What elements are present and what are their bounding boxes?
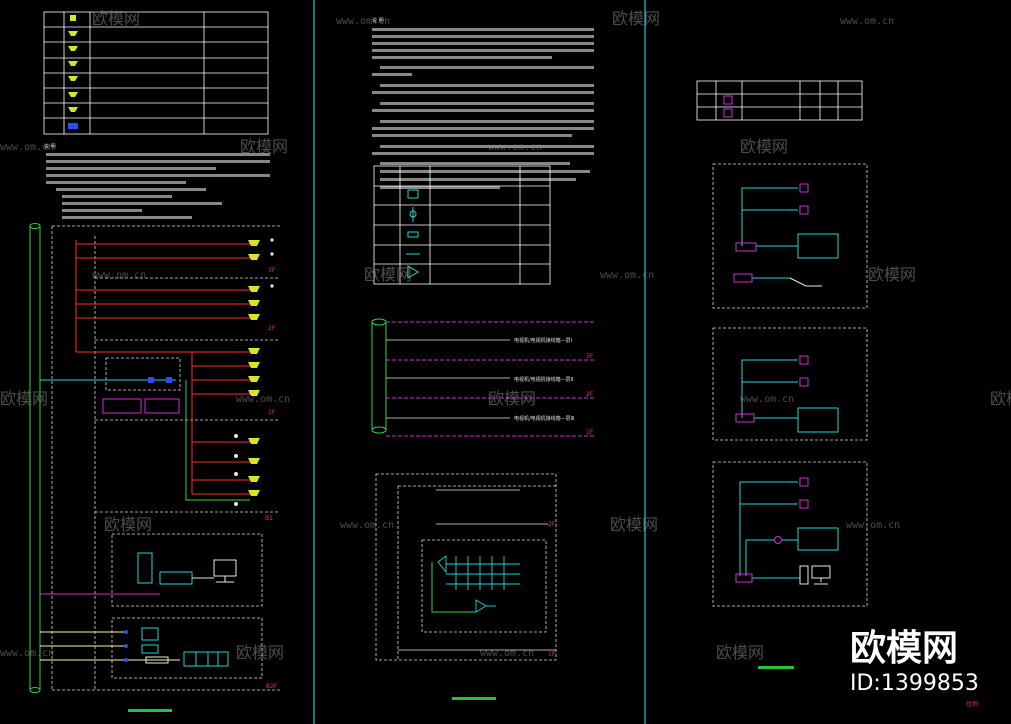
right-room3-devices xyxy=(735,477,809,583)
watermark-url: www.om.cn xyxy=(840,16,894,27)
right-room2-wiring xyxy=(741,359,839,433)
right-room1-wiring xyxy=(741,187,839,279)
right-caption xyxy=(758,666,794,669)
left-red-feeders xyxy=(75,240,250,495)
watermark-url: www.om.cn xyxy=(236,394,290,405)
right-room3-wiring xyxy=(739,481,839,579)
mid-feeder-label-boxes: 电视机/电视机接线箱—层Ⅰ 电视机/电视机接线箱—层Ⅱ 电视机/电视机接线箱—层… xyxy=(514,337,574,422)
watermark-brand: 欧模网 xyxy=(104,515,152,534)
watermark-brand: 欧模网 xyxy=(488,389,536,408)
mid-notes-text xyxy=(372,28,594,189)
floor-tag-mid-1: 2F xyxy=(586,391,594,398)
floor-tag-left-4: B2F xyxy=(266,683,278,690)
left-riser-pipe xyxy=(29,223,41,693)
left-purple-panels xyxy=(102,398,180,414)
mid-notes-heading: 说 明 xyxy=(372,17,384,24)
watermark-url: www.om.cn xyxy=(92,270,146,281)
left-device-outlets xyxy=(248,240,260,496)
mid-amplifier-network xyxy=(437,555,520,613)
right-room2-devices xyxy=(735,355,809,423)
watermark-brand: 欧模网 xyxy=(716,643,764,662)
watermark-url: www.om.cn xyxy=(480,648,534,659)
right-legend-table xyxy=(696,80,863,121)
left-blue-nodes xyxy=(148,377,172,383)
mid-white-feeders xyxy=(386,339,510,419)
mid-caption xyxy=(452,697,496,700)
mid-lower-frame xyxy=(375,473,557,661)
left-lower-feeders xyxy=(40,593,180,661)
site-id-text: ID:1399853 xyxy=(850,671,979,696)
watermark-url: www.om.cn xyxy=(0,142,54,153)
mid-legend-table xyxy=(373,165,551,285)
left-computer-workstation xyxy=(137,552,237,667)
right-room1-switch xyxy=(789,277,807,287)
watermark-brand: 欧模网 xyxy=(740,137,788,156)
feeder-label-0: 电视机/电视机接线箱—层Ⅰ xyxy=(514,337,572,344)
left-legend-table xyxy=(43,11,269,135)
watermark-layer: 欧模网 www.om.cn 欧模网 www.om.cn www.om.cn 欧模… xyxy=(0,9,1011,662)
left-notes-text xyxy=(46,153,270,219)
left-small-white-symbols xyxy=(234,238,274,506)
watermark-url: www.om.cn xyxy=(846,520,900,531)
feeder-label-1: 电视机/电视机接线箱—层Ⅱ xyxy=(514,376,573,383)
site-logo-text: 欧模网 xyxy=(850,628,958,669)
watermark-brand: 欧模网 xyxy=(868,265,916,284)
watermark-url: www.om.cn xyxy=(0,648,54,659)
left-legend-symbols xyxy=(68,15,78,129)
watermark-url: www.om.cn xyxy=(336,16,390,27)
left-blue-jack-dots xyxy=(124,630,128,662)
floor-tag-left-0: 3F xyxy=(268,267,276,274)
floor-tag-mid-0: 3F xyxy=(586,353,594,360)
watermark-url: www.om.cn xyxy=(600,270,654,281)
left-notes-heading: 说 明 xyxy=(44,143,56,150)
corner-tag: 比例 xyxy=(966,700,978,708)
site-logo: 欧模网 ID:1399853 xyxy=(850,628,979,696)
floor-tag-left-1: 2F xyxy=(268,325,276,332)
mid-magenta-feeders xyxy=(386,321,596,437)
floor-tag-mid-lower-0: 2F xyxy=(548,521,556,528)
watermark-brand: 欧模网 xyxy=(364,265,412,284)
floor-tag-left-3: B1 xyxy=(265,515,273,522)
right-room-frames xyxy=(712,163,868,607)
watermark-brand: 欧模网 xyxy=(612,9,660,28)
left-dashed-frames xyxy=(51,225,280,691)
watermark-brand: 欧模网 xyxy=(240,137,288,156)
left-caption xyxy=(128,709,172,712)
watermark-url: www.om.cn xyxy=(340,520,394,531)
feeder-label-2: 电视机/电视机接线箱—层Ⅲ xyxy=(514,415,574,422)
watermark-brand: 欧模网 xyxy=(0,389,48,408)
watermark-brand: 欧模网 xyxy=(236,643,284,662)
mid-lower-lines xyxy=(398,489,556,651)
watermark-url: www.om.cn xyxy=(488,142,542,153)
right-room1-devices xyxy=(733,183,809,283)
left-green-feeder xyxy=(185,380,250,501)
floor-tag-mid-2: 1F xyxy=(586,429,594,436)
right-legend-symbols xyxy=(723,95,733,118)
floor-tag-left-2: 1F xyxy=(268,409,276,416)
watermark-brand: 欧模网 xyxy=(610,515,658,534)
mid-amp-green xyxy=(431,562,476,613)
watermark-brand: 欧模网 xyxy=(990,389,1011,408)
mid-legend-symbols xyxy=(406,189,420,279)
watermark-brand: 欧模网 xyxy=(92,9,140,28)
watermark-url: www.om.cn xyxy=(740,394,794,405)
right-room3-computer xyxy=(799,565,831,585)
floor-tag-mid-lower-1: 1F xyxy=(548,651,556,658)
